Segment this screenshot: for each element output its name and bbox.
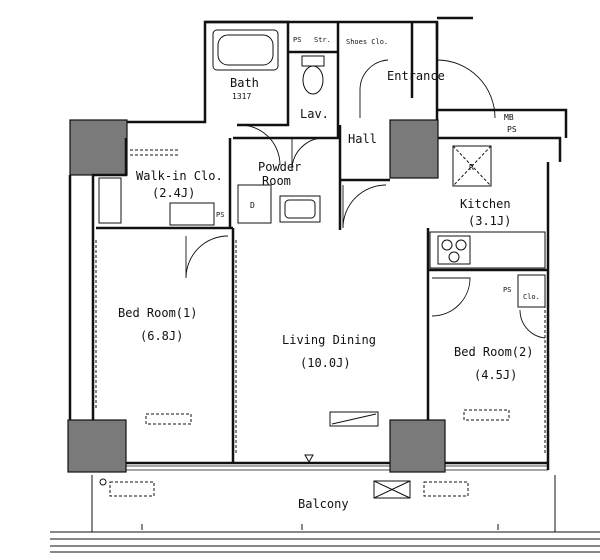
- bed-room-2-size: (4.5J): [474, 368, 517, 382]
- living-dining-size: (10.0J): [300, 356, 351, 370]
- balcony-label: Balcony: [298, 497, 349, 511]
- kitchen-label: Kitchen: [460, 197, 511, 211]
- ps-wic-label: PS: [216, 211, 224, 219]
- walk-in-closet-size: (2.4J): [152, 186, 195, 200]
- pillar-bottom-left: [67, 419, 127, 473]
- closet-br2-label: Clo.: [523, 293, 540, 301]
- bed-room-2-label: Bed Room(2): [454, 345, 533, 359]
- bath-label: Bath: [230, 76, 259, 90]
- bed-room-1-size: (6.8J): [140, 329, 183, 343]
- walk-in-closet-label: Walk-in Clo.: [136, 169, 223, 183]
- stove: [437, 235, 471, 265]
- balcony-railing: [50, 475, 600, 553]
- room-labels: Bath 1317 Lav. PS Str. Shoes Clo. Entran…: [118, 36, 540, 511]
- toilet: [302, 65, 324, 95]
- bed-room-1-label: Bed Room(1): [118, 306, 197, 320]
- ps-top-label: PS: [293, 36, 301, 44]
- door-swings: [185, 59, 546, 339]
- pillar-bottom-right: [389, 419, 446, 473]
- fixtures: [98, 29, 546, 499]
- powder-d-label: D: [250, 201, 255, 210]
- entrance-label: Entrance: [387, 69, 445, 83]
- bath-size-label: 1317: [232, 92, 251, 101]
- pillar-top-center: [389, 119, 439, 179]
- walls: [68, 16, 568, 470]
- washer: [237, 184, 272, 224]
- ps-right-label: PS: [507, 125, 517, 134]
- lavatory-label: Lav.: [300, 107, 329, 121]
- windows-and-details: [95, 149, 548, 497]
- hall-label: Hall: [348, 132, 377, 146]
- shoes-closet-label: Shoes Clo.: [346, 38, 388, 46]
- living-dining-label: Living Dining: [282, 333, 376, 347]
- powder-room-label-1: Powder: [258, 160, 301, 174]
- entrance-marker: [304, 454, 314, 464]
- pillar-top-left: [69, 119, 128, 176]
- mb-label: MB: [504, 113, 514, 122]
- structural-pillars: [67, 119, 446, 473]
- refrigerator-label: R: [469, 163, 474, 172]
- powder-room-label-2: Room: [262, 174, 291, 188]
- storage-top-label: Str.: [314, 36, 331, 44]
- ps-br2-label: PS: [503, 286, 511, 294]
- kitchen-size: (3.1J): [468, 214, 511, 228]
